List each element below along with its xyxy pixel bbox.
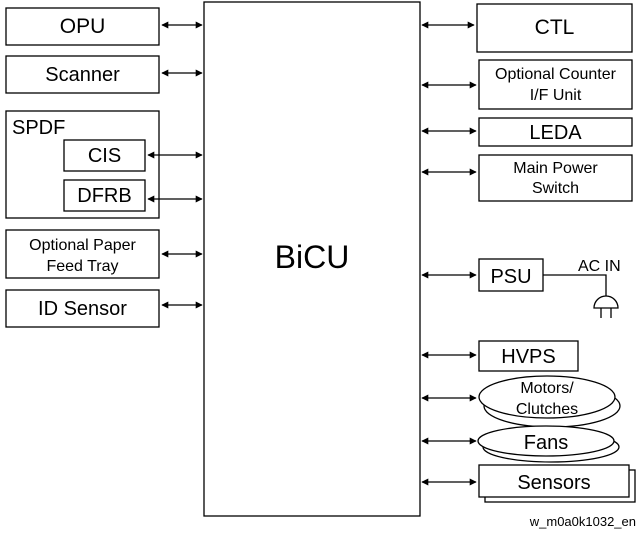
- id-sensor-block: ID Sensor: [5, 289, 160, 328]
- dfrb-label: DFRB: [77, 185, 131, 207]
- optional-counter-line2: I/F Unit: [530, 87, 582, 104]
- bicu-label: BiCU: [275, 239, 350, 275]
- motors-clutches-line2: Clutches: [516, 401, 578, 418]
- optional-paper-feed-tray-line2: Feed Tray: [46, 258, 118, 275]
- leda-block: LEDA: [478, 117, 633, 147]
- motors-clutches-block: Motors/ Clutches: [478, 375, 621, 428]
- psu-label: PSU: [490, 266, 531, 288]
- opu-label: OPU: [60, 15, 106, 38]
- dfrb-block: DFRB: [63, 179, 146, 212]
- fans-label: Fans: [524, 432, 568, 454]
- hvps-label: HVPS: [501, 346, 555, 368]
- sensors-label: Sensors: [517, 472, 590, 494]
- bicu-block: BiCU: [203, 1, 421, 517]
- motors-clutches-line1: Motors/: [520, 380, 574, 397]
- cis-block: CIS: [63, 139, 146, 172]
- main-power-switch-block: Main Power Switch: [478, 154, 633, 202]
- ac-in-plug: AC IN: [543, 258, 621, 318]
- optional-counter-if-unit-block: Optional Counter I/F Unit: [478, 59, 633, 110]
- spdf-label: SPDF: [12, 117, 65, 139]
- optional-counter-line1: Optional Counter: [495, 66, 617, 83]
- psu-block: PSU: [478, 258, 544, 292]
- hvps-block: HVPS: [478, 340, 579, 372]
- cis-label: CIS: [88, 145, 121, 167]
- fans-block: Fans: [477, 425, 620, 463]
- ctl-label: CTL: [535, 16, 575, 39]
- ac-in-label: AC IN: [578, 258, 621, 275]
- main-power-switch-line1: Main Power: [513, 160, 598, 177]
- id-sensor-label: ID Sensor: [38, 298, 127, 320]
- ctl-block: CTL: [476, 3, 633, 53]
- optional-paper-feed-tray-line1: Optional Paper: [29, 237, 136, 254]
- scanner-label: Scanner: [45, 64, 120, 86]
- main-power-switch-line2: Switch: [532, 180, 579, 197]
- leda-label: LEDA: [529, 122, 582, 144]
- opu-block: OPU: [5, 7, 160, 46]
- optional-paper-feed-tray-block: Optional Paper Feed Tray: [5, 229, 160, 279]
- figure-id: w_m0a0k1032_en: [529, 514, 636, 529]
- sensors-block: Sensors: [478, 464, 636, 503]
- scanner-block: Scanner: [5, 55, 160, 94]
